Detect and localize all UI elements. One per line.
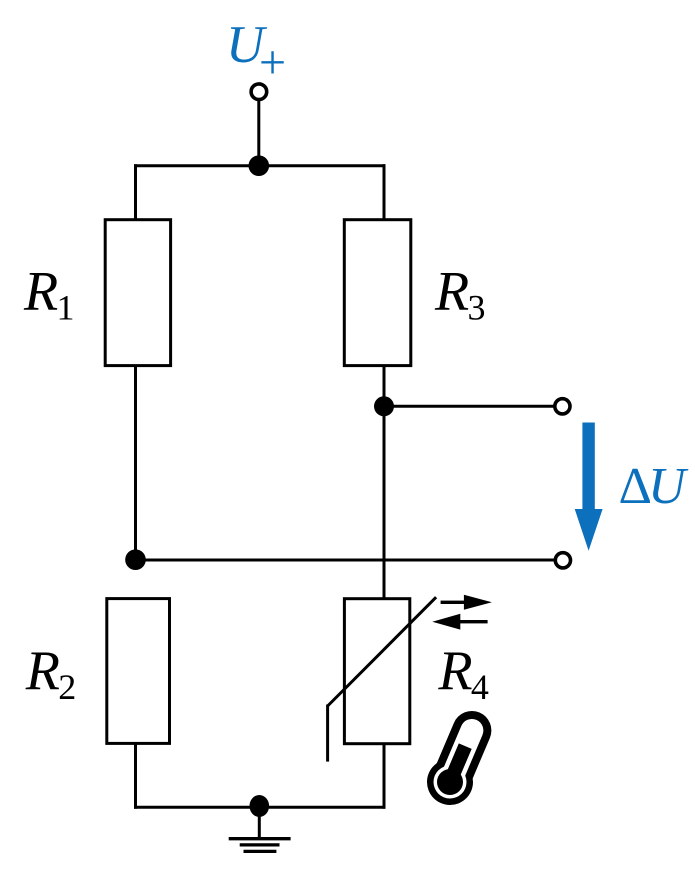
svg-text:U: U	[648, 458, 689, 515]
svg-text:Δ: Δ	[619, 458, 652, 515]
svg-text:3: 3	[468, 288, 486, 328]
svg-text:1: 1	[57, 288, 75, 328]
svg-text:R: R	[434, 261, 469, 323]
svg-text:2: 2	[58, 667, 76, 707]
svg-text:4: 4	[471, 667, 489, 707]
svg-text:R: R	[437, 640, 472, 702]
svg-text:R: R	[23, 261, 58, 323]
svg-text:R: R	[25, 640, 60, 702]
svg-text:U: U	[226, 16, 268, 74]
svg-text:+: +	[259, 36, 286, 89]
